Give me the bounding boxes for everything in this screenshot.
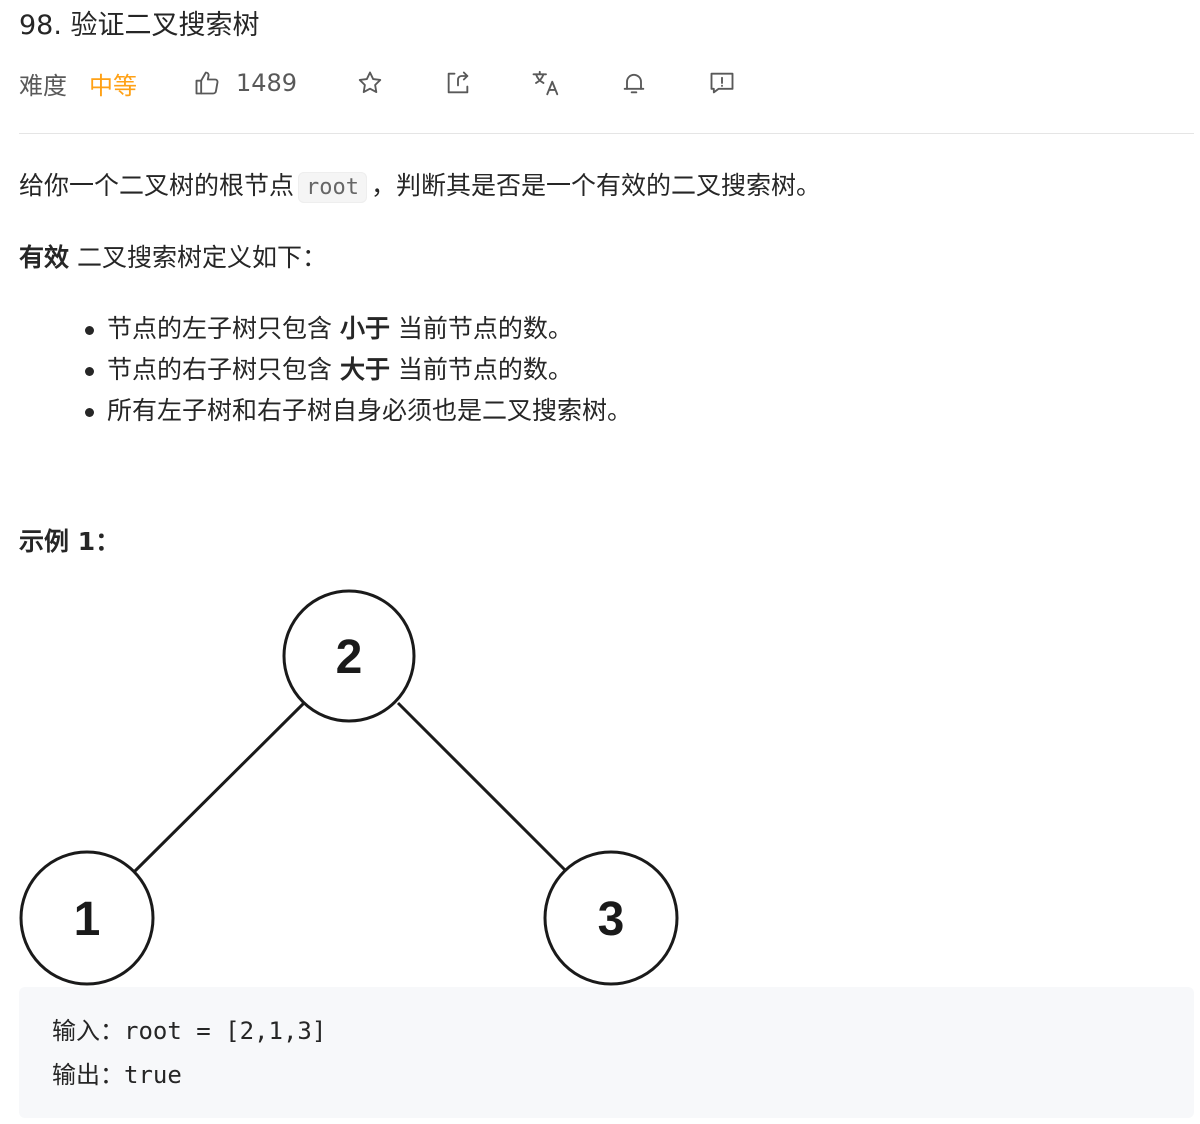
example-tree-diagram: 2 1 3 <box>19 589 679 986</box>
tree-node-right <box>543 850 679 986</box>
list-item: 节点的左子树只包含 小于 当前节点的数。 <box>85 308 1189 349</box>
difficulty-label: 难度 <box>19 71 67 100</box>
header-divider <box>19 133 1194 134</box>
definition-bold: 有效 <box>19 243 70 272</box>
translate-icon <box>532 70 559 96</box>
share-icon <box>447 71 469 94</box>
rules-list: 节点的左子树只包含 小于 当前节点的数。 节点的右子树只包含 大于 当前节点的数… <box>19 308 1189 431</box>
favorite-button[interactable] <box>355 68 385 98</box>
example-input-line: 输入：root = [2,1,3] <box>52 1017 327 1045</box>
feedback-button[interactable] <box>707 68 737 98</box>
tree-edge-left <box>132 701 306 874</box>
list-item: 所有左子树和右子树自身必须也是二叉搜索树。 <box>85 390 1189 431</box>
inline-code-root: root <box>298 172 367 203</box>
difficulty-value: 中等 <box>89 71 137 100</box>
tree-node-root-label: 2 <box>336 631 363 684</box>
example-output-line: 输出：true <box>52 1061 182 1089</box>
bell-icon <box>623 73 645 94</box>
tree-edge-right <box>396 701 569 874</box>
definition-paragraph: 有效 二叉搜索树定义如下： <box>19 243 327 272</box>
problem-meta-bar: 难度 中等 1489 <box>19 62 795 104</box>
problem-title: 98. 验证二叉搜索树 <box>19 10 260 41</box>
list-item: 节点的右子树只包含 大于 当前节点的数。 <box>85 349 1189 390</box>
like-button[interactable]: 1489 <box>193 69 297 97</box>
tree-node-left <box>19 850 155 986</box>
notification-button[interactable] <box>619 68 649 98</box>
tree-node-right-label: 3 <box>598 893 625 946</box>
thumbs-up-icon <box>195 71 219 95</box>
feedback-icon <box>710 72 734 94</box>
example-code-block: 输入：root = [2,1,3] 输出：true <box>19 987 1194 1118</box>
tree-node-left-label: 1 <box>74 893 101 946</box>
star-icon <box>358 71 382 94</box>
share-button[interactable] <box>443 68 473 98</box>
translate-button[interactable] <box>531 68 561 98</box>
like-count: 1489 <box>236 69 298 97</box>
example-title: 示例 1： <box>19 527 121 556</box>
tree-node-root <box>282 589 416 723</box>
